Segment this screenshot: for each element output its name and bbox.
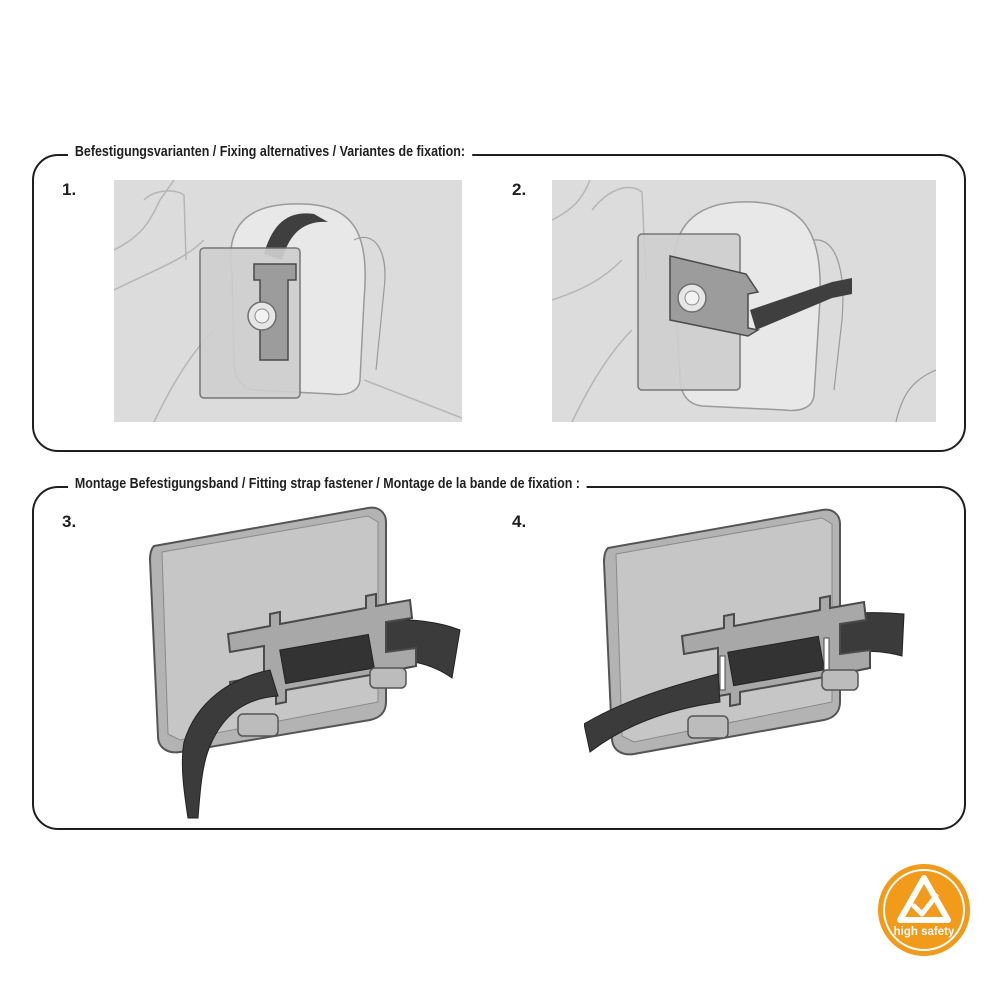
triangle-check-icon — [878, 864, 970, 956]
step-4-number: 4. — [512, 512, 527, 531]
fitting-strap-title: Montage Befestigungsband / Fitting strap… — [68, 476, 587, 492]
step-3-illustration — [148, 506, 461, 819]
step-4-illustration — [584, 508, 905, 756]
step-1-illustration — [114, 180, 462, 422]
step-2-illustration — [552, 180, 936, 422]
fixing-alternatives-title: Befestigungsvarianten / Fixing alternati… — [68, 144, 472, 160]
high-safety-badge: high safety — [876, 862, 972, 958]
step-2-number: 2. — [512, 180, 527, 199]
high-safety-label: high safety — [893, 926, 955, 938]
step-3-number: 3. — [62, 512, 77, 531]
fixing-alternatives-panel: Befestigungsvarianten / Fixing alternati… — [32, 144, 966, 452]
step-1-number: 1. — [62, 180, 77, 199]
fitting-strap-panel: Montage Befestigungsband / Fitting strap… — [32, 476, 966, 830]
